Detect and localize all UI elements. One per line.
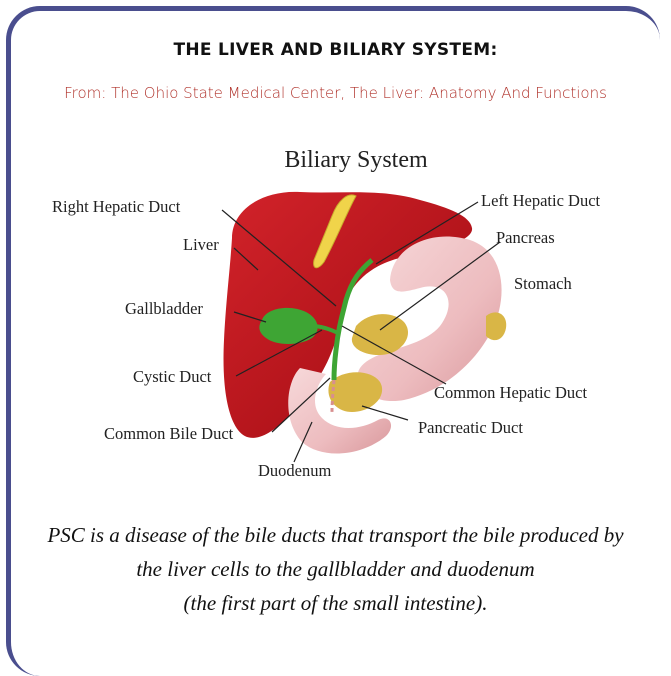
label-stomach: Stomach	[514, 274, 572, 293]
caption-line-3: (the first part of the small intestine).	[20, 586, 651, 620]
label-cystic-duct: Cystic Duct	[133, 367, 212, 386]
label-pancreatic-duct: Pancreatic Duct	[418, 418, 523, 437]
caption-line-1: PSC is a disease of the bile ducts that …	[20, 518, 651, 552]
pancreas-tail-shape	[486, 312, 506, 340]
biliary-system-diagram: Biliary System Right Hepatic Duct Liver …	[0, 130, 671, 490]
caption-line-2: the liver cells to the gallbladder and d…	[20, 552, 651, 586]
label-gallbladder: Gallbladder	[125, 299, 203, 318]
label-right-hepatic-duct: Right Hepatic Duct	[52, 197, 181, 216]
label-duodenum: Duodenum	[258, 461, 331, 480]
caption: PSC is a disease of the bile ducts that …	[20, 518, 651, 620]
diagram-heading: Biliary System	[284, 147, 428, 173]
label-left-hepatic-duct: Left Hepatic Duct	[481, 191, 601, 210]
label-common-hepatic-duct: Common Hepatic Duct	[434, 383, 587, 402]
label-pancreas: Pancreas	[496, 228, 555, 247]
leader-pancreatic-duct	[362, 406, 408, 420]
page-title: THE LIVER AND BILIARY SYSTEM:	[0, 40, 671, 60]
label-common-bile-duct: Common Bile Duct	[104, 424, 234, 443]
source-citation: From: The Ohio State Medical Center, The…	[0, 84, 671, 102]
label-liver: Liver	[183, 235, 219, 254]
